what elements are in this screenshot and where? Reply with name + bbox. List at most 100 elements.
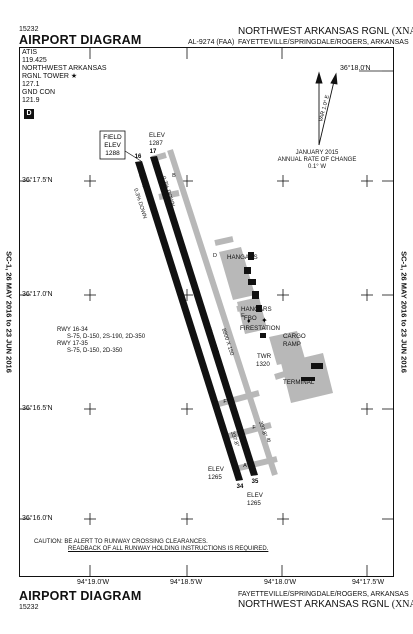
connector-d — [214, 236, 234, 246]
cargo-apron — [269, 331, 305, 365]
hangars-label-2: HANGARS — [241, 306, 272, 313]
cargo-label-2: RAMP — [283, 341, 301, 348]
rwy-34-label: 34 — [237, 484, 244, 490]
rwy-16-label: 16 — [135, 154, 142, 160]
airport-name-text: NORTHWEST ARKANSAS RGNL — [238, 26, 389, 37]
footer-airport-code: (XNA) — [391, 599, 413, 610]
elev-north-1: ELEV — [149, 132, 166, 139]
fbo-building — [256, 305, 262, 312]
twy-f-label-2: F — [252, 425, 256, 431]
strength-rwy-2: RWY 17-35 — [57, 341, 88, 347]
north-arrow-group — [315, 71, 338, 146]
elev-south2-1: ELEV — [247, 492, 264, 499]
runway-16-34 — [135, 161, 243, 481]
field-elev-line1: FIELD — [103, 134, 122, 141]
tower-icon: ✦ — [261, 316, 268, 325]
rwy-35-label: 35 — [252, 479, 259, 485]
hdg-157-rwy16: 157.8° — [137, 174, 148, 191]
airport-city: FAYETTEVILLE/SPRINGDALE/ROGERS, ARKANSAS — [238, 39, 409, 46]
magnetic-north-arrow — [318, 76, 336, 146]
strength-val-2: S-75, D-150, 2D-350 — [67, 348, 123, 354]
hangar-apron — [219, 247, 255, 300]
caution-note: CAUTION: BE ALERT TO RUNWAY CROSSING CLE… — [34, 539, 268, 553]
elev-south2-2: 1265 — [247, 500, 261, 507]
lat-label-1: 36°18.0'N — [340, 65, 371, 72]
chart-id-top: 15232 — [19, 26, 39, 33]
terminal-building — [311, 363, 323, 369]
runway-numbers: 16 17 34 35 — [135, 149, 259, 490]
twy-f-label-1: F — [223, 399, 227, 405]
footer-city: FAYETTEVILLE/SPRINGDALE/ROGERS, ARKANSAS — [238, 591, 409, 598]
elev-south-2: 1265 — [208, 474, 222, 481]
hangar-building-3 — [248, 279, 256, 285]
twy-c-label: C — [165, 200, 169, 206]
connector-f2 — [224, 422, 272, 440]
lon-label-1: 94°19.0'W — [77, 579, 110, 586]
effective-date-left: SC-1, 26 MAY 2016 to 23 JUN 2016 — [4, 251, 14, 373]
hangar-building-1 — [248, 252, 254, 260]
star-icon: ★ — [70, 73, 78, 80]
variation-label: VAR 1.0° E — [318, 94, 331, 122]
hdg-337-rwy35: 337.8° — [257, 421, 268, 438]
true-north-arrowhead — [315, 71, 323, 84]
magnetic-north-arrowhead — [330, 72, 338, 85]
procedure-number: AL-9274 (FAA) — [188, 39, 235, 46]
elev-south-1: ELEV — [208, 466, 225, 473]
field-elev-line2: ELEV — [104, 142, 121, 149]
twy-b-label-1: B — [172, 173, 176, 179]
footer-chart-id: 15232 — [19, 604, 39, 611]
field-elev-leader — [124, 150, 142, 162]
lat-label-2: 36°17.5'N — [22, 177, 53, 184]
gnd-label: GND CON — [22, 89, 56, 96]
lon-label-2: 94°18.5'W — [170, 579, 203, 586]
firestation-label: FIRESTATION — [240, 325, 280, 332]
gnd-freq: 121.9 — [22, 97, 40, 104]
feature-labels: ELEV 1287 HANGARS HANGARS FBO FIRESTATIO… — [149, 132, 315, 507]
lon-label-4: 94°17.5'W — [352, 579, 385, 586]
twy-d-label: D — [213, 253, 217, 259]
airport-name: NORTHWEST ARKANSAS RGNL (XNA) — [238, 26, 413, 37]
variation-rate-label: ANNUAL RATE OF CHANGE — [277, 157, 357, 163]
connector-f — [214, 390, 260, 408]
twr-label-1: TWR — [257, 353, 272, 360]
terminal-concourse — [301, 377, 315, 381]
caution-line-2: READBACK OF ALL RUNWAY HOLDING INSTRUCTI… — [68, 546, 269, 552]
comms-block: ATIS 119.425 NORTHWEST ARKANSAS RGNL TOW… — [22, 49, 107, 105]
fire-icon: ♦ — [247, 318, 251, 325]
tower-freq: 127.1 — [22, 81, 40, 88]
field-elev-line3: 1288 — [105, 150, 120, 157]
twy-b-label-2: B — [267, 438, 271, 444]
elev-north-2: 1287 — [149, 140, 163, 147]
field-elev-box — [99, 130, 126, 160]
lat-label-4: 36°16.5'N — [22, 405, 53, 412]
terminal-label: TERMINAL — [283, 379, 315, 386]
taxiways — [151, 149, 302, 476]
variation-date: JANUARY 2015 — [295, 150, 339, 156]
footer-airport-text: NORTHWEST ARKANSAS RGNL — [238, 599, 389, 610]
variation-info: JANUARY 2015 ANNUAL RATE OF CHANGE 0.1° … — [262, 150, 372, 171]
field-elev-text: FIELD ELEV 1288 — [103, 134, 122, 157]
lat-label-3: 36°17.0'N — [22, 291, 53, 298]
connector-a2 — [234, 456, 278, 472]
hdg-157-rwy17: 157.8° — [153, 170, 164, 187]
graticule — [19, 47, 394, 577]
lon-label-3: 94°18.0'W — [264, 579, 297, 586]
twr-label-2: 1320 — [256, 361, 270, 368]
effective-date-right: SC-1, 26 MAY 2016 to 23 JUN 2016 — [399, 251, 409, 373]
atis-freq: 119.425 — [22, 57, 47, 64]
runway-strength: RWY 16-34 S-75, D-150, 2S-190, 2D-350 RW… — [57, 327, 145, 355]
atis-label: ATIS — [22, 49, 38, 56]
strength-rwy-1: RWY 16-34 — [57, 327, 88, 333]
taxiway-a — [167, 149, 278, 476]
rwy-17-label: 17 — [150, 149, 157, 155]
airport-diagram: VAR 1.0° E ✦ ♦ B C D — [19, 47, 394, 577]
cargo-label-1: CARGO — [283, 333, 306, 340]
fbo-label: FBO — [244, 315, 257, 322]
hangar-building-4 — [252, 291, 259, 299]
strength-val-1: S-75, D-150, 2S-190, 2D-350 — [67, 334, 146, 340]
runways — [135, 156, 258, 481]
lat-label-5: 36°16.0'N — [22, 515, 53, 522]
variation-rate: 0.1° W — [307, 164, 327, 170]
page-title: AIRPORT DIAGRAM — [19, 33, 142, 47]
hangars-label-1: HANGARS — [227, 254, 258, 261]
